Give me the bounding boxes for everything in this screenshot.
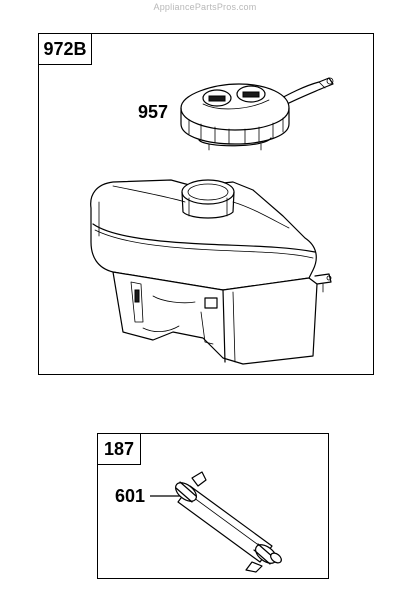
callout-number: 957 xyxy=(138,102,169,122)
fuel-line-illustration[interactable] xyxy=(175,466,286,574)
panel-label: 187 xyxy=(97,433,141,465)
callout-leader-line xyxy=(150,495,182,497)
parts-panel-972b: 972B 957 xyxy=(38,33,374,375)
fuel-tank-illustration[interactable] xyxy=(83,172,343,372)
watermark: AppliancePartsPros.com xyxy=(153,2,257,12)
parts-panel-187: 187 601 xyxy=(97,433,329,579)
callout-number: 601 xyxy=(115,486,146,506)
fuel-cap-illustration[interactable] xyxy=(179,74,339,154)
panel-label: 972B xyxy=(38,33,92,65)
